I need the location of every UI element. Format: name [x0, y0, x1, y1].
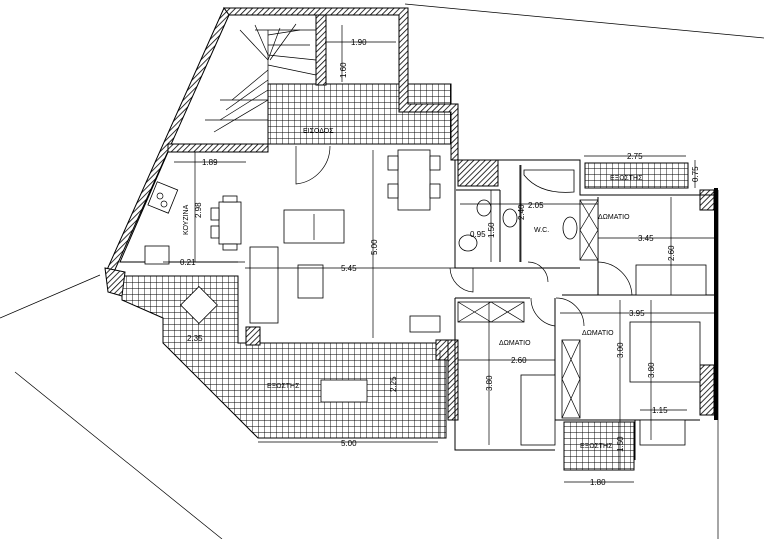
dim-bedroom-2-depth: 3.80 [485, 375, 494, 391]
label-entrance: ΕΙΣΟΔΟΣ [303, 128, 334, 135]
rug [297, 264, 324, 299]
wc-sink [458, 234, 478, 252]
bath-door[interactable] [527, 261, 549, 283]
wardrobe-2 [457, 301, 525, 323]
doors [295, 145, 633, 327]
bedroom-3-door[interactable] [555, 297, 585, 327]
dim-kitchen-offset: 0.21 [180, 258, 196, 267]
entrance-door[interactable] [295, 145, 331, 185]
dim-kitchen-depth: 2.98 [194, 202, 203, 218]
dim-balcony-top-width: 2.75 [627, 152, 643, 161]
dining-table [397, 149, 431, 211]
dim-desk-width: 1.15 [652, 406, 668, 415]
dimension-texts: 1.90 1.60 1.89 2.98 5.00 5.45 0.21 2.35 … [180, 38, 700, 487]
label-bedroom-3: ΔΩΜΑΤΙΟ [582, 330, 614, 337]
dim-bedroom-3-depth-b: 3.80 [647, 362, 656, 378]
dim-balcony-bottom-depth: 1.50 [616, 436, 625, 452]
bedroom-1-door[interactable] [597, 261, 633, 296]
walls [104, 6, 718, 421]
dim-bedroom-2-width: 2.60 [511, 356, 527, 365]
desk [639, 419, 686, 446]
tiled-areas [121, 83, 689, 471]
wardrobe-1 [579, 199, 599, 261]
dim-terrace-small-width: 2.35 [187, 334, 203, 343]
bathtub [523, 169, 575, 193]
dim-bedroom-3-depth-a: 3.00 [616, 342, 625, 358]
label-bedroom-1: ΔΩΜΑΤΙΟ [598, 214, 630, 221]
label-bedroom-2: ΔΩΜΑΤΙΟ [499, 340, 531, 347]
terrace-small-table [180, 286, 218, 324]
dim-bedroom-3-width: 3.95 [629, 309, 645, 318]
dim-living-depth: 5.00 [370, 239, 379, 255]
bath-sink [562, 216, 578, 240]
bedroom-2-door[interactable] [530, 297, 556, 327]
bed-2 [520, 374, 556, 446]
bottom-balcony-floor [563, 421, 635, 471]
dim-living-width: 5.45 [341, 264, 357, 273]
dim-bath-width: 2.05 [528, 201, 544, 210]
label-bottom-balcony: ΕΞΩΣΤΗΣ [580, 443, 613, 450]
dim-terrace-width: 5.00 [341, 439, 357, 448]
room-labels: ΕΙΣΟΔΟΣ ΚΟΥΖΙΝΑ W.C. ΔΩΜΑΤΙΟ ΔΩΜΑΤΙΟ ΔΩΜ… [183, 128, 643, 450]
double-bed [629, 321, 701, 383]
staircase [205, 23, 317, 133]
fireplace [409, 315, 441, 333]
kitchen-sink [144, 245, 170, 265]
kitchen-table [218, 201, 242, 245]
dim-bedroom-1-depth: 2.60 [667, 245, 676, 261]
dim-bath-depth: 2.40 [517, 204, 526, 220]
label-main-terrace: ΕΞΩΣΤΗΣ [267, 383, 300, 390]
label-kitchen: ΚΟΥΖΙΝΑ [183, 204, 190, 235]
dim-wc-depth: 1.50 [487, 222, 496, 238]
dim-kitchen-width: 1.89 [202, 158, 218, 167]
dim-terrace-depth: 2.25 [389, 376, 398, 392]
wardrobe-3 [561, 339, 581, 419]
sofa-long [249, 246, 279, 324]
dimension-lines [163, 25, 714, 483]
entrance-hall-floor [267, 83, 452, 145]
wc-door[interactable] [449, 267, 474, 293]
label-wc: W.C. [534, 227, 549, 234]
terrace-dining-table [320, 379, 368, 403]
dim-storage-depth: 1.60 [339, 62, 348, 78]
main-terrace-floor [121, 275, 447, 439]
toilet [502, 208, 518, 228]
top-balcony-floor [584, 162, 689, 189]
dim-balcony-bottom-width: 1.80 [590, 478, 606, 487]
dim-storage-width: 1.90 [351, 38, 367, 47]
toilet-2 [476, 199, 492, 217]
dim-balcony-top-depth: 0.75 [691, 166, 700, 182]
dim-bedroom-1-width: 3.45 [638, 234, 654, 243]
label-top-balcony: ΕΞΩΣΤΗΣ [610, 175, 643, 182]
dim-wc-width: 0.95 [470, 230, 486, 239]
